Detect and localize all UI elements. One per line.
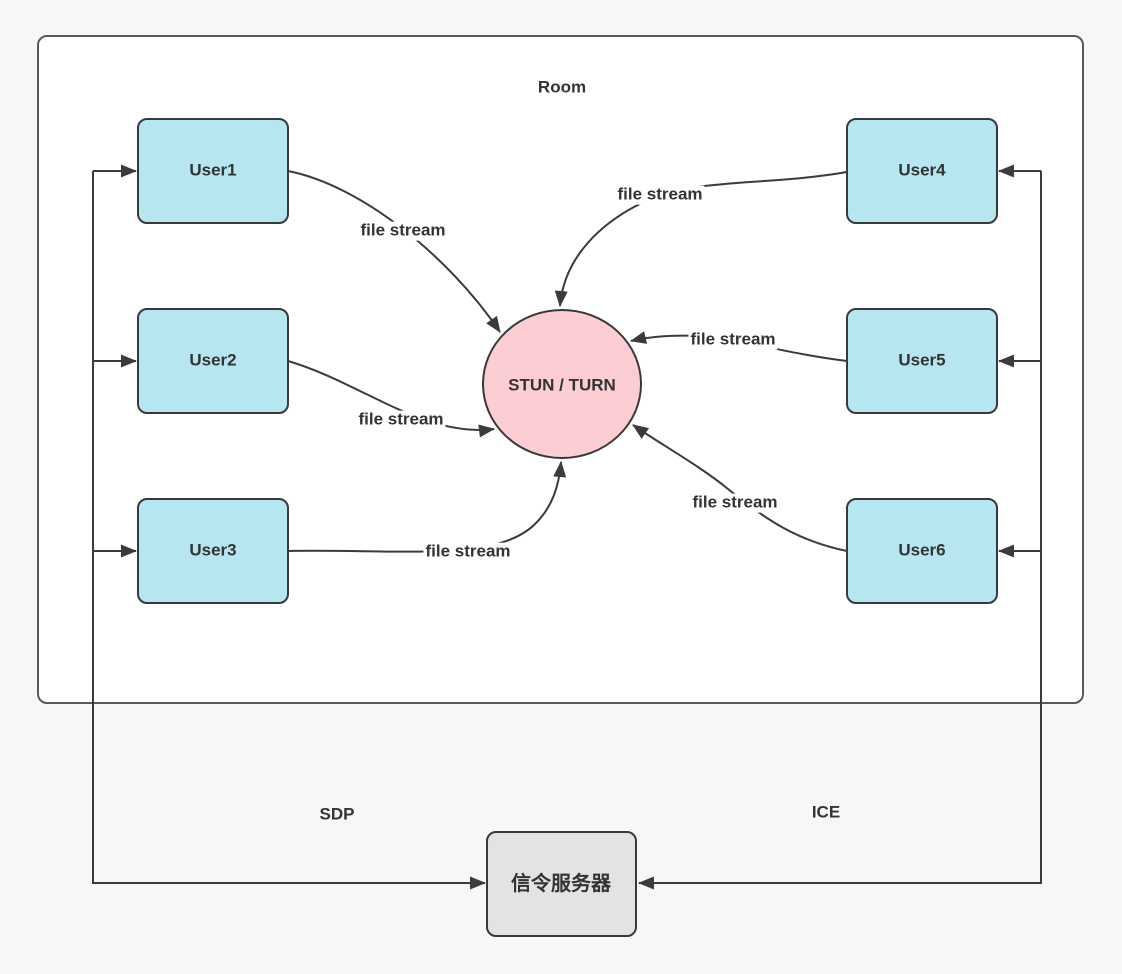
file-stream-label-user3: file stream — [423, 541, 513, 562]
file-stream-label-user1: file stream — [358, 220, 448, 241]
edge-user2-stun — [287, 360, 495, 438]
room-label: Room — [537, 77, 587, 97]
right-bus-line — [638, 171, 1042, 890]
user2-label: User2 — [189, 350, 237, 370]
file-stream-label-user4: file stream — [615, 184, 705, 205]
edge-user6-stun — [632, 424, 848, 552]
user5-label: User5 — [898, 350, 946, 370]
user4-node — [846, 118, 998, 224]
left-bus-line — [92, 171, 486, 890]
signaling-server-label: 信令服务器 — [511, 873, 611, 895]
stun-turn-label: STUN / TURN — [508, 375, 616, 395]
user1-label: User1 — [189, 160, 237, 180]
file-stream-label-user2: file stream — [356, 409, 446, 430]
user6-label: User6 — [898, 540, 946, 560]
edge-user3-stun — [287, 461, 567, 553]
stun-turn-node — [482, 309, 642, 459]
user4-label: User4 — [898, 160, 946, 180]
sdp-label: SDP — [319, 804, 355, 824]
file-stream-label-user6: file stream — [690, 492, 780, 513]
user3-label: User3 — [189, 540, 237, 560]
file-stream-label-user5: file stream — [688, 329, 778, 350]
signaling-server-node — [486, 831, 637, 937]
ice-label: ICE — [811, 802, 841, 822]
